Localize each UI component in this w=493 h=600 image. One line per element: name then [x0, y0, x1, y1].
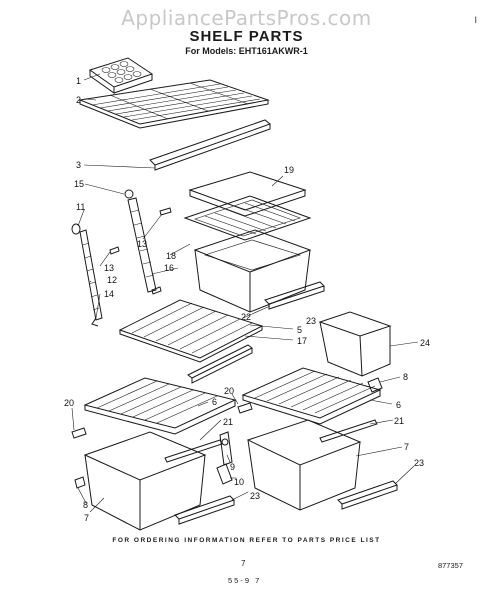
callout-16: 16: [164, 263, 174, 273]
site-watermark: AppliancePartsPros.com: [121, 6, 372, 30]
callout-5: 5: [297, 325, 302, 335]
callout-20-left: 20: [64, 398, 74, 408]
page-number: 7: [241, 559, 246, 568]
callout-15: 15: [74, 179, 84, 189]
part-shelf-supports: [71, 402, 253, 439]
part-right-rail: [109, 189, 172, 295]
callout-leaders: [71, 73, 419, 513]
part-lower-pan-trims: [174, 480, 398, 525]
part-pan-cover: [188, 171, 307, 217]
callout-7-right: 7: [404, 442, 409, 452]
callout-6-left: 6: [212, 397, 217, 407]
part-shelf-trim: [149, 119, 272, 171]
callout-2: 2: [76, 95, 81, 105]
part-egg-tray: [88, 57, 154, 94]
part-lower-left-shelf: [83, 377, 237, 435]
callout-21-left: 21: [223, 417, 233, 427]
callout-14: 14: [104, 289, 114, 299]
callout-3: 3: [76, 160, 81, 170]
callout-7-left: 7: [84, 513, 89, 523]
callout-23-upper: 23: [306, 316, 316, 326]
callout-22: 22: [241, 312, 251, 322]
part-door-bin: [318, 311, 392, 377]
part-pan-slide: [216, 431, 233, 485]
part-pan-cover-frame: [183, 195, 312, 241]
callout-8-right: 8: [403, 372, 408, 382]
ordering-note: FOR ORDERING INFORMATION REFER TO PARTS …: [112, 537, 381, 544]
part-left-rail: [71, 223, 103, 327]
callout-11: 11: [76, 202, 85, 212]
part-top-wire-shelf: [78, 79, 270, 129]
part-middle-wire-shelf: [118, 299, 264, 384]
page-title: SHELF PARTS: [189, 28, 304, 45]
callout-23-lower-left: 23: [250, 491, 260, 501]
callout-13-left: 13: [104, 263, 114, 273]
corner-mark: I: [474, 15, 477, 25]
callout-23-lower-right: 23: [414, 458, 424, 468]
callout-labels: 1 2 3 15 11 12 13 14 13 16 18 19 22 23 5…: [64, 76, 430, 523]
callout-19: 19: [284, 165, 294, 175]
part-upper-crisper-pan: [193, 229, 312, 313]
callout-9: 9: [230, 462, 235, 472]
callout-12: 12: [107, 275, 117, 285]
callout-6-right: 6: [396, 400, 401, 410]
callout-20-right: 20: [224, 386, 234, 396]
callout-17: 17: [297, 336, 307, 346]
part-upper-pan-trim: [264, 281, 325, 310]
part-lower-left-crisper: [74, 431, 207, 531]
diagram-code: 877357: [437, 561, 463, 570]
callout-13-right: 13: [137, 239, 147, 249]
date-code: 55-9 7: [228, 576, 262, 585]
model-subtitle: For Models: EHT161AKWR-1: [185, 46, 308, 56]
part-divider-strips: [164, 419, 378, 463]
callout-18: 18: [166, 251, 176, 261]
part-lower-right-shelf: [241, 367, 382, 425]
callout-10: 10: [234, 477, 244, 487]
callout-1: 1: [76, 76, 81, 86]
part-right-bracket: [367, 377, 383, 393]
part-lower-right-crisper: [246, 419, 362, 511]
callout-24: 24: [420, 338, 430, 348]
callout-21-right: 21: [394, 416, 404, 426]
callout-8-left: 8: [83, 500, 88, 510]
